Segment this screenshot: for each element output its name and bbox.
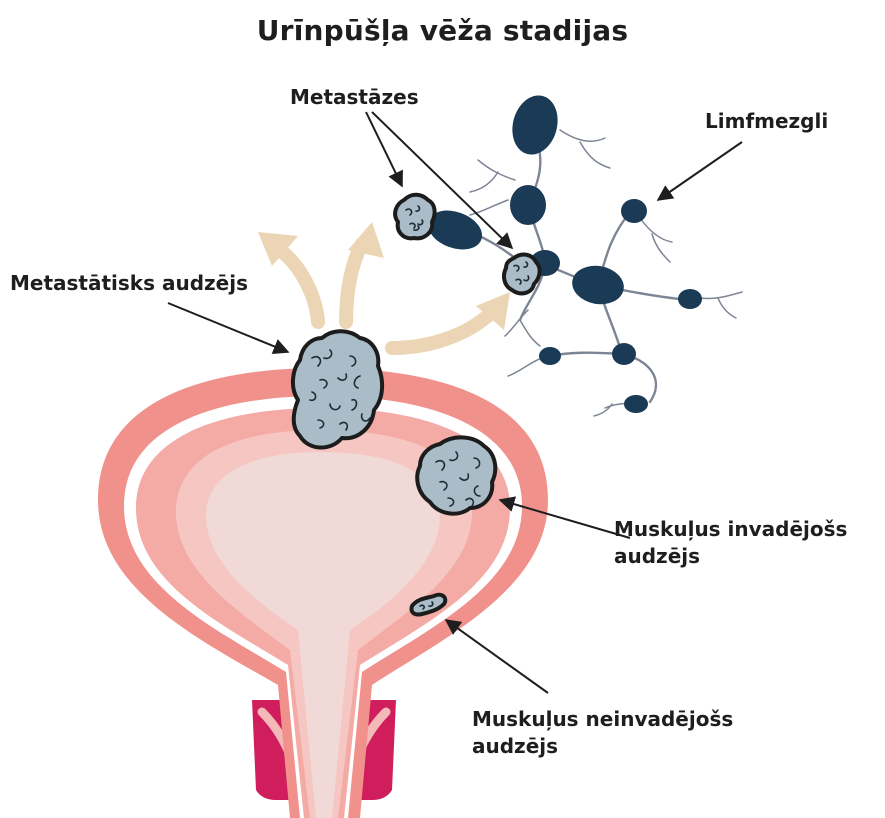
lymph-node bbox=[624, 395, 648, 413]
label-non-muscle-invasive-line2: audzējs bbox=[472, 733, 733, 760]
label-metastases: Metastāzes bbox=[290, 84, 419, 111]
lymph-node bbox=[621, 199, 647, 223]
label-muscle-invasive-line1: Muskuļus invadējošs bbox=[614, 516, 847, 543]
lymph-node bbox=[678, 289, 702, 309]
lymph-node bbox=[506, 90, 564, 159]
label-non-muscle-invasive-line1: Muskuļus neinvadējošs bbox=[472, 706, 733, 733]
lymph-node bbox=[612, 343, 636, 365]
metastasis-tumor-1 bbox=[395, 195, 435, 239]
muscle-invasive-tumor bbox=[417, 437, 495, 513]
metastasis-tumor-2 bbox=[504, 255, 540, 294]
label-metastatic-tumor: Metastātisks audzējs bbox=[10, 270, 248, 297]
label-muscle-invasive: Muskuļus invadējošs audzējs bbox=[614, 516, 847, 570]
lymph-node bbox=[539, 347, 561, 365]
label-muscle-invasive-line2: audzējs bbox=[614, 543, 847, 570]
label-lymph-nodes: Limfmezgli bbox=[705, 108, 828, 135]
lymph-node bbox=[510, 185, 546, 225]
label-non-muscle-invasive: Muskuļus neinvadējošs audzējs bbox=[472, 706, 733, 760]
lymph-node bbox=[569, 262, 627, 308]
